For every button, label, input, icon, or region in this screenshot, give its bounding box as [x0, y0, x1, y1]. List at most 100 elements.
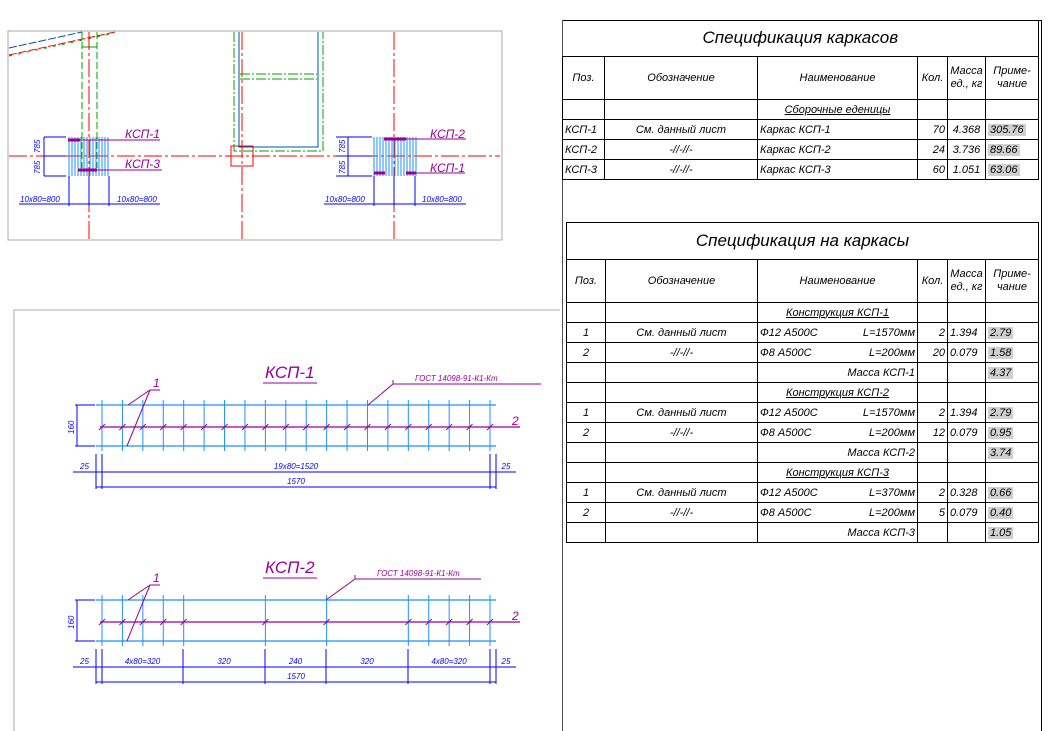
section-title: Конструкция КСП-3 — [785, 466, 890, 479]
height-dimension — [75, 599, 95, 642]
cell-bar: Ф8 А500С — [760, 426, 812, 439]
cell-bar: Ф8 А500С — [760, 506, 812, 519]
cell-length: L=1570мм — [862, 406, 915, 419]
cell-pos: 2 — [566, 342, 606, 363]
total-value: 1.05 — [988, 526, 1014, 539]
plan-dim-horizontal: 10x80=800 — [422, 195, 462, 204]
table-row: КСП-3 -//-//- Каркас КСП-3 60 1.051 63.0… — [562, 159, 1040, 180]
plan-viewport[interactable]: КСП-1 КСП-3 КСП-2 КСП-1 785 785 785 785 … — [0, 0, 560, 731]
cell-length: L=200мм — [869, 346, 915, 359]
cell-note: 0.66 — [988, 486, 1014, 499]
cell-qty: 2 — [917, 322, 948, 343]
header-pos: Поз. — [562, 56, 605, 100]
cell-qty: 24 — [917, 139, 948, 160]
cell-name: Ф8 А500С L=200мм — [757, 502, 918, 523]
cell-pos: 1 — [566, 402, 606, 423]
cell-bar: Ф8 А500С — [760, 346, 812, 359]
cell-designation: -//-//- — [605, 422, 758, 443]
cell-qty: 2 — [917, 482, 948, 503]
position-1-leader — [126, 584, 160, 642]
cell-pos: 1 — [566, 322, 606, 343]
cell-name: Ф12 А500С L=370мм — [757, 482, 918, 503]
cell-designation: -//-//- — [604, 139, 758, 160]
gost-leader — [367, 380, 541, 406]
total-dimension-label: 1570 — [287, 672, 305, 681]
plan-label-ksp1-left: КСП-1 — [125, 127, 160, 141]
spec-title: Спецификация на каркасы — [566, 222, 1039, 260]
cell-note: 2.79 — [988, 326, 1014, 339]
cell-name: Ф12 А500С L=1570мм — [757, 322, 918, 343]
detail-title: КСП-2 — [265, 558, 315, 577]
section-title: Конструкция КСП-1 — [785, 306, 890, 319]
cell-pos: 2 — [566, 422, 606, 443]
cell-mass: 0.328 — [947, 482, 986, 503]
header-note-line1: Приме- — [993, 268, 1031, 280]
cell-name: Ф8 А500С L=200мм — [757, 342, 918, 363]
header-mass-line1: Масса — [950, 268, 983, 280]
cell-designation: -//-//- — [604, 159, 758, 180]
cell-mass: 1.051 — [947, 159, 986, 180]
header-note: Приме-чание — [985, 259, 1039, 303]
header-designation: Обозначение — [604, 56, 758, 100]
cell-pos: КСП-1 — [562, 119, 605, 140]
total-dimension-label: 1570 — [287, 477, 305, 486]
spec-title: Спецификация каркасов — [562, 20, 1040, 57]
spec-table-frames: Спецификация каркасов Поз. Обозначение Н… — [562, 20, 1040, 180]
gost-label: ГОСТ 14098-91-К1-Кт — [415, 374, 498, 383]
plan-dim-horizontal: 10x80=800 — [325, 195, 365, 204]
cell-qty: 60 — [917, 159, 948, 180]
detail-title: КСП-1 — [265, 363, 315, 382]
cell-note: 305.76 — [988, 123, 1026, 136]
cell-qty: 20 — [917, 342, 948, 363]
cell-name: Каркас КСП-1 — [757, 119, 918, 140]
header-name: Наименование — [757, 259, 918, 303]
dimension-label: 19x80=1520 — [274, 462, 319, 471]
cell-length: L=200мм — [869, 506, 915, 519]
dimension-label: 320 — [360, 657, 374, 666]
total-value: 4.37 — [988, 366, 1014, 379]
cell-designation: См. данный лист — [605, 322, 758, 343]
header-note: Приме-чание — [984, 56, 1040, 100]
spec-table-details: Спецификация на каркасы Поз. Обозначение… — [566, 222, 1039, 543]
cell-name: Каркас КСП-2 — [757, 139, 918, 160]
cell-bar: Ф12 А500С — [760, 326, 818, 339]
height-label: 160 — [67, 615, 76, 629]
header-mass-line1: Масса — [950, 65, 983, 77]
cell-qty: 5 — [917, 502, 948, 523]
dimension-label: 25 — [501, 657, 511, 666]
header-qty: Кол. — [917, 56, 948, 100]
cell-length: L=370мм — [869, 486, 915, 499]
cell-pos: КСП-2 — [562, 139, 605, 160]
dimension-label: 25 — [501, 462, 511, 471]
plan-label-ksp2: КСП-2 — [430, 127, 465, 141]
cell-length: L=1570мм — [862, 326, 915, 339]
dimension-label: 4x80=320 — [431, 657, 467, 666]
position-1-label: 1 — [153, 571, 160, 585]
cell-note: 0.95 — [988, 426, 1014, 439]
plan-dim-vertical: 785 — [33, 160, 42, 174]
dimension-label: 4x80=320 — [125, 657, 161, 666]
header-note-line1: Приме- — [993, 65, 1031, 77]
cell-bar: Ф12 А500С — [760, 486, 818, 499]
cell-pos: 1 — [566, 482, 606, 503]
gost-leader — [325, 575, 481, 601]
total-value: 3.74 — [988, 446, 1014, 459]
gost-label: ГОСТ 14098-91-К1-Кт — [377, 569, 460, 578]
section-title: Конструкция КСП-2 — [785, 386, 890, 399]
plan-label-ksp1-right: КСП-1 — [430, 161, 465, 175]
position-1-label: 1 — [153, 376, 160, 390]
header-pos: Поз. — [566, 259, 606, 303]
plan-dim-vertical: 785 — [338, 139, 347, 153]
plan-label-ksp3: КСП-3 — [125, 157, 160, 171]
